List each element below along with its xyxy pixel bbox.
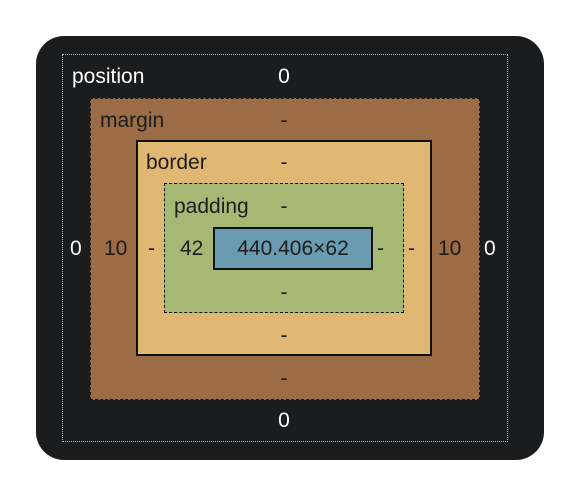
margin-left-value[interactable]: 10 bbox=[104, 237, 128, 260]
border-right-value[interactable]: - bbox=[408, 237, 415, 260]
position-left-value[interactable]: 0 bbox=[70, 237, 82, 260]
position-right-value[interactable]: 0 bbox=[484, 237, 496, 260]
position-top-value[interactable]: 0 bbox=[278, 65, 290, 88]
padding-label: padding bbox=[174, 195, 249, 218]
padding-top-value[interactable]: - bbox=[280, 195, 288, 218]
margin-right-value[interactable]: 10 bbox=[438, 237, 462, 260]
margin-top-value[interactable]: - bbox=[280, 109, 288, 132]
content-box bbox=[213, 227, 373, 270]
border-top-value[interactable]: - bbox=[280, 151, 288, 174]
border-label: border bbox=[146, 151, 207, 174]
padding-left-value[interactable]: 42 bbox=[180, 237, 204, 260]
position-bottom-value[interactable]: 0 bbox=[278, 409, 290, 432]
border-bottom-value[interactable]: - bbox=[280, 324, 288, 347]
position-box bbox=[62, 54, 508, 442]
padding-right-value[interactable]: - bbox=[377, 237, 384, 260]
border-left-value[interactable]: - bbox=[148, 237, 155, 260]
padding-bottom-value[interactable]: - bbox=[280, 281, 288, 304]
position-label: position bbox=[72, 65, 145, 88]
content-size-value[interactable]: 440.406×62 bbox=[237, 237, 349, 260]
margin-bottom-value[interactable]: - bbox=[280, 367, 288, 390]
margin-label: margin bbox=[100, 109, 165, 132]
